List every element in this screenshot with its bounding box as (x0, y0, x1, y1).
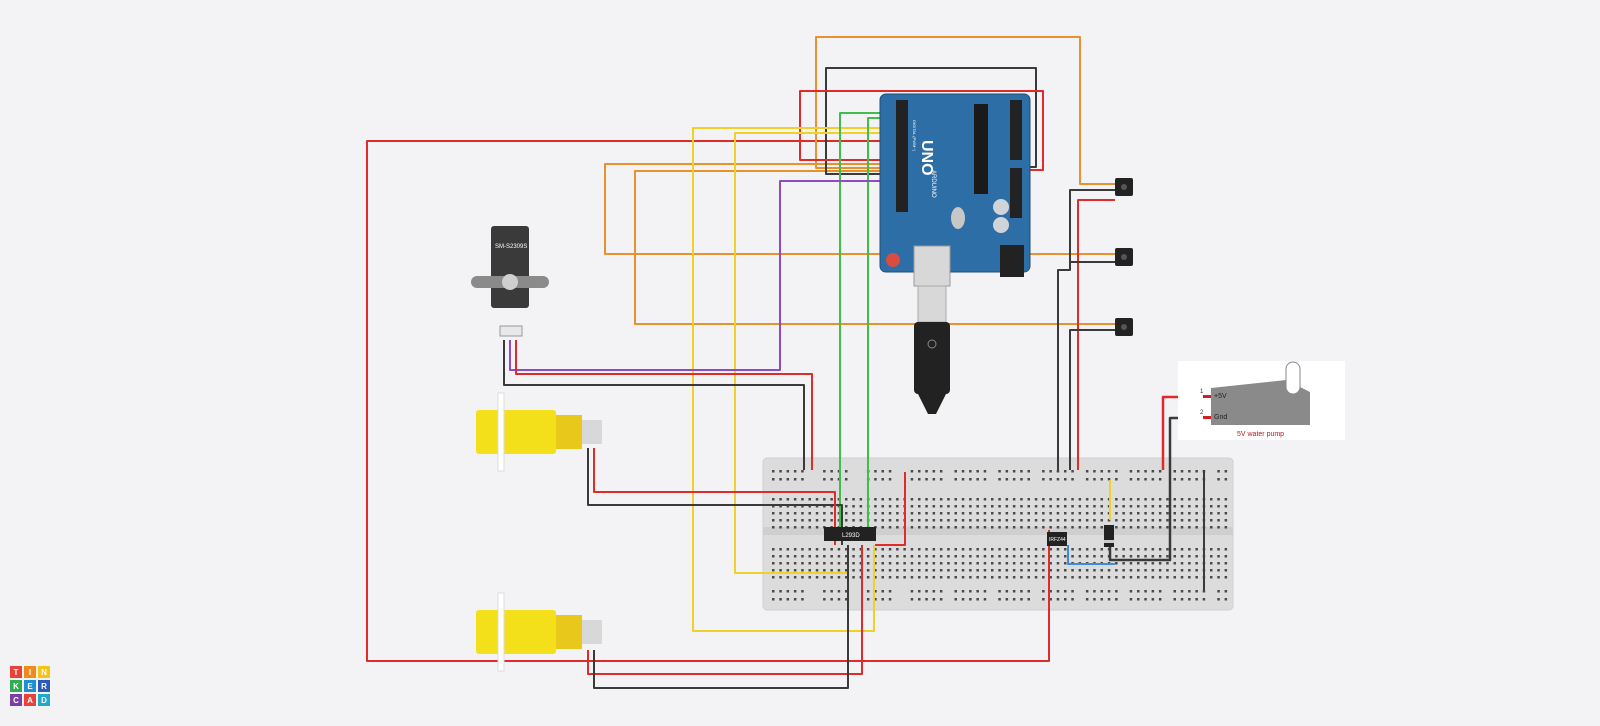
water-pump[interactable]: 1 +5V 2 Gnd 5V water pump (1178, 361, 1345, 440)
wire-black-servo (503, 340, 805, 470)
logo-letter: T (10, 666, 22, 678)
wire-orange-low[interactable] (634, 170, 1115, 325)
logo-letter: R (38, 680, 50, 692)
mosfet-label: IRFZ44 (1049, 537, 1066, 543)
arduino-uno[interactable]: UNO ARDUINO DIGITAL (PWM~) (879, 93, 1031, 287)
wire-black-btn1 (1057, 189, 1115, 470)
breadboard[interactable] (762, 457, 1234, 611)
wire-black-btn3 (1069, 329, 1115, 470)
logo-letter: D (38, 694, 50, 706)
wire-red-top[interactable] (799, 90, 1044, 171)
ic-label: L293D (842, 533, 860, 539)
pump-pin1-number: 1 (1200, 389, 1204, 395)
wire-red-btn (1077, 199, 1115, 470)
wire-blue-mosfet (1067, 545, 1115, 565)
dc-motor-2[interactable] (476, 592, 602, 672)
wire-orange-mid[interactable] (604, 163, 1115, 255)
wire-green-1[interactable] (839, 112, 895, 530)
usb-cable (914, 285, 950, 414)
push-button-3[interactable] (1115, 318, 1133, 336)
wire-red-main[interactable] (366, 140, 1050, 662)
logo-letter: N (38, 666, 50, 678)
wire-black-top[interactable] (825, 67, 1037, 175)
tinkercad-logo: T I N K E R C A D (10, 666, 50, 716)
board-digital-label: DIGITAL (PWM~) (912, 120, 917, 152)
dc-motor-1[interactable] (476, 392, 602, 472)
push-button-2[interactable] (1115, 248, 1133, 266)
board-model-label: UNO (918, 140, 935, 176)
wire-yellow-1[interactable] (692, 127, 895, 632)
wire-red-servo (515, 340, 813, 470)
wire-black-motor2 (593, 545, 849, 689)
diode[interactable] (1104, 525, 1114, 547)
logo-letter: A (24, 694, 36, 706)
pump-pin2-number: 2 (1200, 410, 1204, 416)
logo-letter: C (10, 694, 22, 706)
wire-layer (366, 36, 1211, 689)
pump-pin2-label: Gnd (1214, 414, 1227, 421)
logo-letter: E (24, 680, 36, 692)
wire-red-ic (875, 472, 906, 546)
servo-label: SM-S2309S (495, 244, 527, 250)
push-button-1[interactable] (1115, 178, 1133, 196)
pump-title: 5V water pump (1237, 431, 1284, 438)
wire-black-motor1 (587, 448, 843, 545)
logo-letter: K (10, 680, 22, 692)
pump-pin1-label: +5V (1214, 393, 1227, 400)
mosfet[interactable]: IRFZ44 (1047, 532, 1067, 546)
servo-motor[interactable]: SM-S2309S (471, 226, 549, 337)
wire-red-motor2 (587, 545, 863, 675)
wire-purple-servo (509, 180, 895, 371)
wire-red-motor1 (593, 448, 836, 545)
logo-letter: I (24, 666, 36, 678)
board-brand-label: ARDUINO (930, 170, 936, 198)
l293d-driver-ic[interactable]: L293D (824, 527, 876, 541)
